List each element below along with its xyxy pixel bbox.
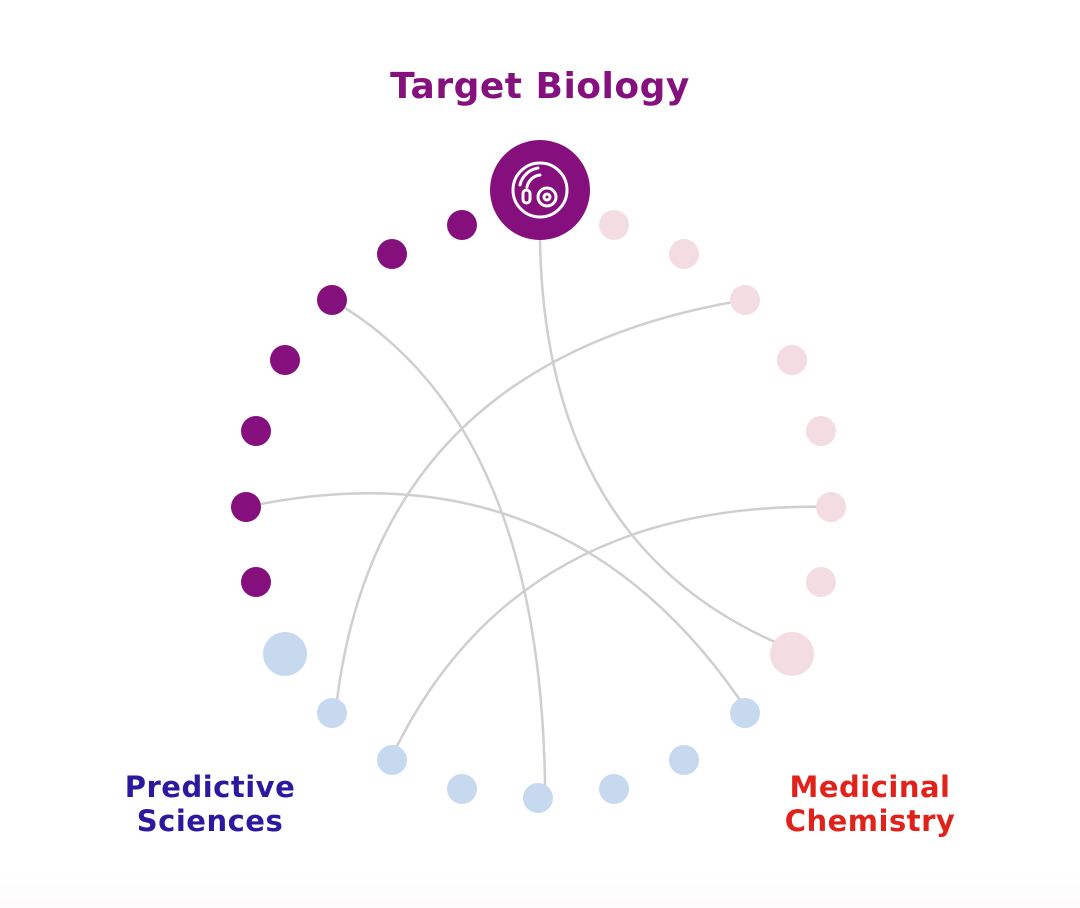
hub-node[interactable] — [490, 140, 590, 240]
target-biology-node — [317, 285, 347, 315]
medicinal-chemistry-node — [806, 567, 836, 597]
predictive-sciences-node — [669, 745, 699, 775]
medicinal-chemistry-node — [777, 345, 807, 375]
medicinal-chemistry-node — [730, 285, 760, 315]
target-biology-node — [377, 239, 407, 269]
cell-icon — [511, 161, 569, 219]
connector-line — [245, 492, 742, 701]
target-biology-node — [270, 345, 300, 375]
connector-line — [538, 239, 776, 644]
target-biology-node — [231, 492, 261, 522]
label-line: Medicinal — [789, 770, 951, 804]
target-biology-node — [241, 567, 271, 597]
predictive-sciences-node — [317, 698, 347, 728]
predictive-sciences-node — [523, 783, 553, 813]
label-predictive-sciences: Predictive Sciences — [110, 770, 310, 838]
medicinal-chemistry-node — [816, 492, 846, 522]
predictive-sciences-node — [377, 745, 407, 775]
label-line: Sciences — [136, 804, 284, 838]
medicinal-chemistry-node — [599, 210, 629, 240]
medicinal-chemistry-node — [669, 239, 699, 269]
label-line: Predictive — [124, 770, 296, 804]
medicinal-chemistry-node — [806, 416, 836, 446]
predictive-sciences-node — [730, 698, 760, 728]
title-target-biology: Target Biology — [390, 66, 690, 107]
predictive-sciences-node — [599, 774, 629, 804]
predictive-sciences-node — [263, 632, 307, 676]
label-medicinal-chemistry: Medicinal Chemistry — [770, 770, 970, 838]
target-biology-node — [447, 210, 477, 240]
connector-line — [335, 298, 746, 701]
predictive-sciences-node — [447, 774, 477, 804]
label-line: Chemistry — [784, 804, 956, 838]
medicinal-chemistry-node — [770, 632, 814, 676]
connector-line — [331, 298, 547, 786]
target-biology-node — [241, 416, 271, 446]
connector-line — [394, 505, 832, 749]
